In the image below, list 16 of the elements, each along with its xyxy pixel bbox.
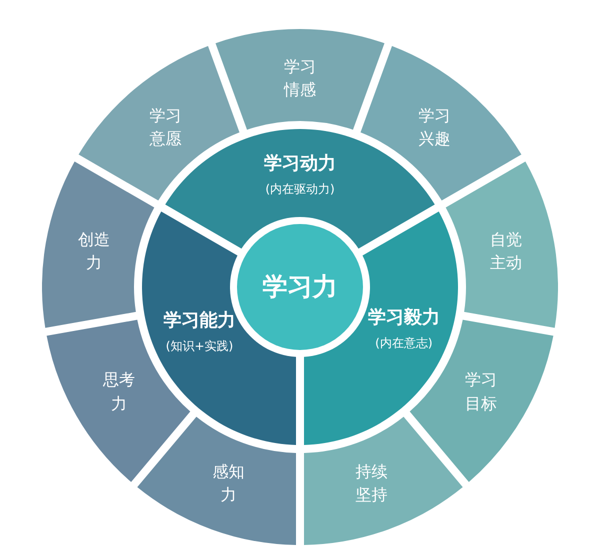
sector-subtitle: (内在驱动力): [265, 181, 335, 198]
segment-label: 学习意愿: [148, 104, 183, 150]
sector-subtitle: (知识+实践): [166, 338, 234, 356]
segment-label: 感知力: [212, 461, 246, 506]
segment-label: 学习目标: [464, 369, 498, 414]
center-label: 学习力: [262, 270, 338, 303]
segment-label: 学习兴趣: [417, 104, 452, 150]
sector-title: 学习毅力: [368, 306, 440, 330]
sector-title: 学习能力: [164, 308, 236, 333]
segment-label: 学习情感: [283, 56, 317, 101]
segment-label: 创造力: [77, 228, 112, 274]
segment-label: 自觉主动: [488, 228, 523, 274]
sector-subtitle: (内在意志): [375, 335, 433, 352]
segment-label: 持续坚持: [354, 461, 388, 506]
sector-title: 学习动力: [264, 152, 336, 176]
segment-label: 思考力: [102, 369, 136, 414]
